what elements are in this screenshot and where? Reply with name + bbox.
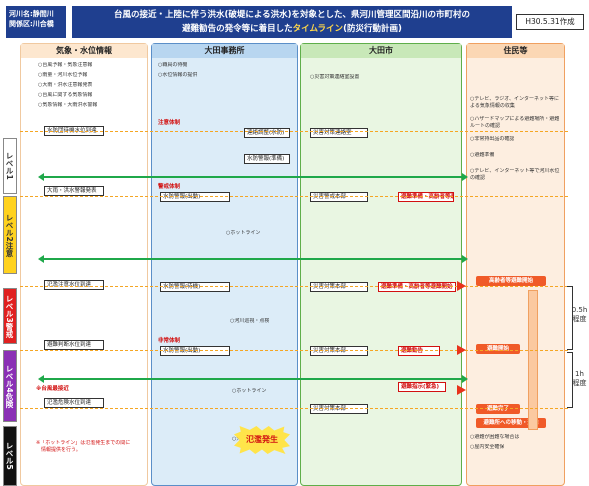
city-box: 災害対策本部 bbox=[310, 404, 368, 414]
office-label: 連絡調整(水防) bbox=[244, 128, 290, 138]
alert-arrow bbox=[457, 281, 466, 291]
time-label-2: 1h 程度 bbox=[572, 370, 587, 387]
city-box: 災害対策連絡室 bbox=[310, 128, 368, 138]
column-weather: 気象・水位情報 bbox=[20, 43, 148, 486]
timeline-dash bbox=[20, 286, 568, 287]
office-item-prep: ○職員の待機 bbox=[158, 62, 188, 68]
city-box: 災害対策本部 bbox=[310, 346, 368, 356]
title-line-2-a: 避難勧告の発令等に着目した bbox=[182, 24, 293, 34]
resident-tail: ○避難が困難な場合は bbox=[470, 434, 520, 440]
resident-tail: ○屋内安全確保 bbox=[470, 444, 505, 450]
hotline-arrowhead-right bbox=[462, 173, 468, 181]
time-label-1: 0.5h 程度 bbox=[571, 306, 588, 323]
title-highlight: タイムライン bbox=[292, 24, 344, 34]
weather-item: ○気象情報・大雨洪水警報 bbox=[38, 102, 98, 108]
column-office: 大田事務所 bbox=[151, 43, 298, 486]
resident-item: ○ハザードマップによる避難場所・避難ルートの確認 bbox=[470, 116, 560, 129]
weather-box-caution: 氾濫注意水位到達 bbox=[44, 280, 104, 290]
page-title: 台風の接近・上陸に伴う洪水(破堤による洪水)を対象とした、県河川管理区間沿川の市… bbox=[72, 6, 512, 38]
office-alert-2: 警戒体制 bbox=[158, 184, 181, 190]
hotline-arrowhead-left bbox=[38, 255, 44, 263]
timeline-dash bbox=[20, 350, 568, 351]
office-label: 水防警報(出動) bbox=[160, 346, 230, 356]
resident-item: ○避難準備 bbox=[470, 152, 495, 158]
resident-button: 避難開始 bbox=[476, 344, 520, 354]
office-item-report: ○水位情報の提供 bbox=[158, 72, 198, 78]
title-line-1: 台風の接近・上陸に伴う洪水(破堤による洪水)を対象とした、県河川管理区間沿川の市… bbox=[113, 10, 471, 20]
hotline-arrowhead-left bbox=[38, 173, 44, 181]
river-label-text: 河川名:静間川 関係区:川合橋 bbox=[9, 10, 54, 28]
level-2: レベル2注意 bbox=[3, 196, 17, 274]
weather-item: ○大雨・洪水注意報発表 bbox=[38, 82, 93, 88]
office-alert-1: 注意体制 bbox=[158, 120, 181, 126]
resident-item: ○テレビ、インターネット等で河川水位の確認 bbox=[470, 168, 560, 181]
time-bracket bbox=[567, 286, 573, 350]
weather-box-warning: 大雨・洪水警報発表 bbox=[44, 186, 104, 196]
timeline-dash bbox=[20, 131, 568, 132]
time-bracket bbox=[567, 352, 573, 408]
column-office-header: 大田事務所 bbox=[152, 44, 297, 58]
office-item-hotline: ○ホットライン bbox=[226, 230, 261, 236]
column-city-header: 大田市 bbox=[301, 44, 461, 58]
weather-box-judgement: 避難判断水位到達 bbox=[44, 340, 104, 350]
office-label: 水防警報(出動) bbox=[160, 192, 230, 202]
city-box: 災害警戒本部 bbox=[310, 192, 368, 202]
hotline-arrow-line bbox=[44, 378, 464, 380]
office-item-inspection: ○河川巡視・点検 bbox=[230, 318, 270, 324]
weather-item: ○台風に関する気象情報 bbox=[38, 92, 93, 98]
city-red-shelter: 避難準備・高齢者等避難開始 bbox=[398, 192, 454, 202]
weather-box-danger: 氾濫危険水位到達 bbox=[44, 398, 104, 408]
resident-item: ○テレビ、ラジオ、インターネット等による気象情報の収集 bbox=[470, 96, 559, 109]
city-red-order: 避難指示(緊急) bbox=[398, 382, 446, 392]
disaster-starburst: 氾濫発生 bbox=[234, 426, 290, 454]
weather-item: ○雨量・河川水位予報 bbox=[38, 72, 88, 78]
hotline-arrowhead-right bbox=[462, 255, 468, 263]
hotline-arrow-line bbox=[44, 176, 464, 178]
city-box: 災害対策本部 bbox=[310, 282, 368, 292]
hotline-arrowhead-left bbox=[38, 375, 44, 383]
level-3: レベル3警戒 bbox=[3, 288, 17, 344]
timeline-dash bbox=[20, 196, 568, 197]
level-5: レベル5 bbox=[3, 426, 17, 486]
office-alert-3: 非常体制 bbox=[158, 338, 181, 344]
alert-arrow bbox=[457, 385, 466, 395]
hotline-arrowhead-right bbox=[462, 375, 468, 383]
hotline-arrow-line bbox=[44, 258, 464, 260]
office-label: 水防警報(待機) bbox=[160, 282, 230, 292]
resident-button: 高齢者等避難開始 bbox=[476, 276, 546, 286]
level-1: レベル1 bbox=[3, 138, 17, 194]
resident-button: 避難完了 bbox=[476, 404, 520, 414]
resident-item: ○非常持出品の確認 bbox=[470, 136, 515, 142]
alert-arrow bbox=[457, 345, 466, 355]
title-line-2-b: (防災行動計画) bbox=[343, 24, 402, 34]
city-item-prep: ○災害対策連絡室設置 bbox=[310, 74, 360, 80]
column-residents-header: 住民等 bbox=[467, 44, 564, 58]
title-line-2: 避難勧告の発令等に着目したタイムライン(防災行動計画) bbox=[78, 22, 506, 36]
column-weather-header: 気象・水位情報 bbox=[21, 44, 147, 58]
city-red-advisory: 避難勧告 bbox=[398, 346, 440, 356]
date-stamp: H30.5.31作成 bbox=[516, 14, 584, 30]
weather-hotline-note: ※「ホットライン」は氾濫発生までの間に 情報提供を行う。 bbox=[36, 440, 131, 453]
weather-item: ○台風予報・気象注意報 bbox=[38, 62, 93, 68]
column-city: 大田市 bbox=[300, 43, 462, 486]
resident-evac-pipe bbox=[528, 290, 538, 430]
city-red-advisory-prep: 避難準備・高齢者等避難開始 bbox=[378, 282, 456, 292]
river-label: 河川名:静間川 関係区:川合橋 bbox=[6, 6, 66, 38]
timeline-dash bbox=[20, 408, 568, 409]
office-label: 水防警報(準備) bbox=[244, 154, 290, 164]
weather-typhoon-note: ※台風最接近 bbox=[36, 386, 69, 392]
office-item-hotline-2: ○ホットライン bbox=[232, 388, 267, 394]
resident-button: 避難所への移動・避難 bbox=[476, 418, 546, 428]
level-4: レベル4危険 bbox=[3, 350, 17, 422]
